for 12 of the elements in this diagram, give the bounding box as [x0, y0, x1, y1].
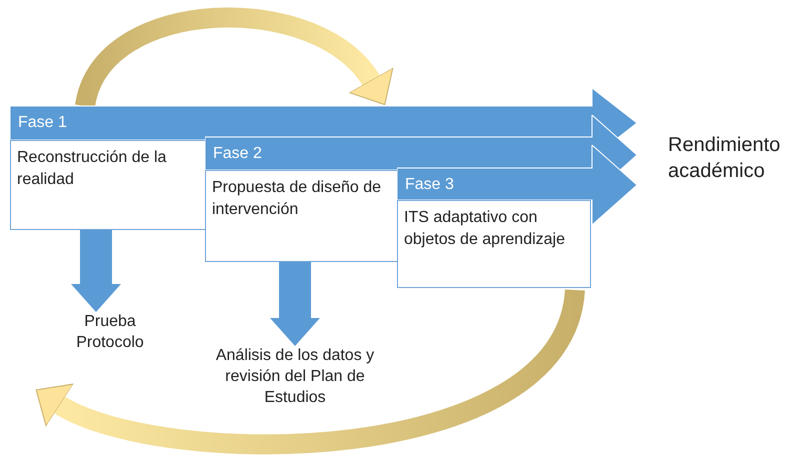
curved-arrow [34, 288, 585, 454]
outcome-text: Análisis de los datos y revisión del Plan de Estudios [215, 346, 375, 408]
outcome-text: Prueba Protocolo [50, 312, 170, 354]
phase-box: Reconstrucción de la realidad [10, 140, 206, 230]
phase-box: Propuesta de diseño de intervención [205, 170, 398, 262]
down-arrow [270, 262, 320, 346]
outcome-text: Rendimiento académico [668, 132, 798, 184]
down-arrow [71, 230, 121, 312]
phase-label: Fase 2 [213, 146, 262, 162]
phase-label: Fase 3 [405, 177, 454, 193]
phase-box: ITS adaptativo con objetos de aprendizaje [397, 200, 591, 288]
phase-label: Fase 1 [18, 115, 67, 131]
